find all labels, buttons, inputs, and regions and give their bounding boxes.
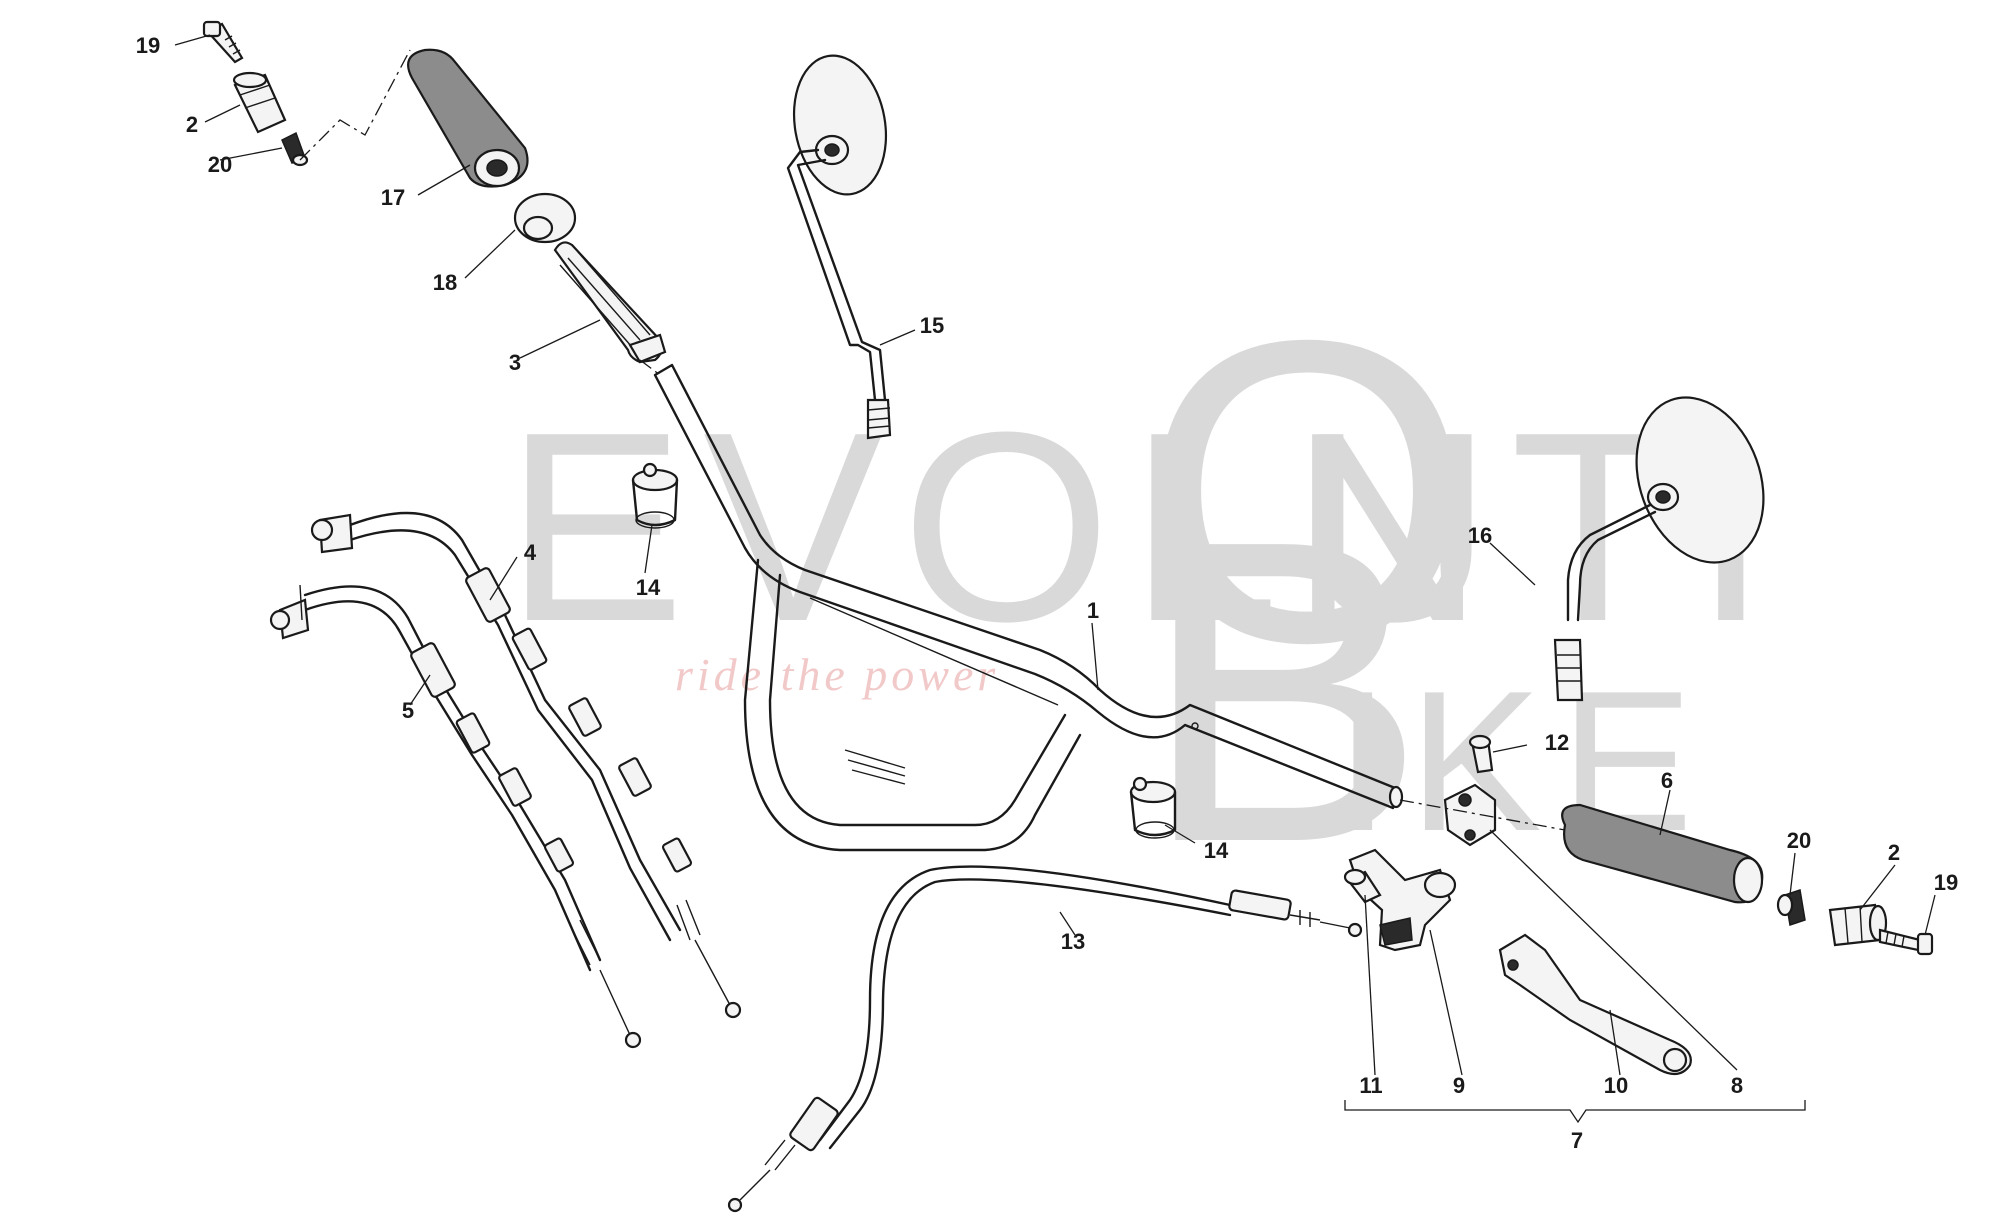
callout-labels: 1 2 2 3 4 5 6 7 8 9 10 11 12 13 14 14 15… [136, 33, 1958, 1153]
left-grip [407, 48, 529, 188]
callout-20-right: 20 [1787, 828, 1811, 853]
callout-15: 15 [920, 313, 944, 338]
callout-7: 7 [1571, 1128, 1583, 1153]
throttle-tube [553, 241, 667, 364]
callout-8: 8 [1731, 1073, 1743, 1098]
adjuster-screw [1343, 868, 1382, 904]
bar-end-insert-right [1776, 889, 1806, 926]
callout-20-left: 20 [208, 152, 232, 177]
callout-6: 6 [1661, 768, 1673, 793]
clutch-lever [1498, 933, 1692, 1076]
bar-end-bolt-right [1878, 928, 1934, 956]
callout-18: 18 [433, 270, 457, 295]
callout-16: 16 [1468, 523, 1492, 548]
bar-end-insert-left [281, 131, 309, 167]
mirror-left [786, 54, 892, 440]
callout-2-left: 2 [186, 112, 198, 137]
mirror-right [1553, 396, 1765, 702]
watermark-tagline: ride the power [675, 649, 999, 700]
grip-spacer [513, 192, 577, 244]
callout-19-left: 19 [136, 33, 160, 58]
callout-1: 1 [1087, 598, 1099, 623]
right-grip [1561, 803, 1764, 904]
watermark: EVOLUTI O N B IKE ride the power [505, 252, 1786, 932]
bar-end-bolt-left [202, 20, 244, 64]
callout-3: 3 [509, 350, 521, 375]
callout-14-left: 14 [636, 575, 661, 600]
throttle-cable-lower [269, 584, 642, 1049]
throttle-cable-upper [310, 511, 742, 1019]
callout-13: 13 [1061, 929, 1085, 954]
cable-clamp-left [631, 462, 679, 529]
callout-10: 10 [1604, 1073, 1628, 1098]
watermark-brand-left: EVOLUTI [505, 377, 1786, 678]
clutch-cable [727, 865, 1363, 1213]
callout-14-right: 14 [1204, 838, 1229, 863]
lever-clamp-screw [1468, 734, 1494, 774]
axis-line-right-grip [1399, 799, 1566, 831]
callout-17: 17 [381, 185, 405, 210]
callout-5: 5 [402, 698, 414, 723]
axis-line-left-tube [639, 359, 661, 376]
watermark-letter-o: O [1140, 252, 1474, 732]
bar-end-weight-left [232, 71, 287, 134]
axis-line-left-grip [299, 49, 411, 161]
clutch-lever-body [1348, 848, 1457, 952]
cable-clamp-right [1129, 776, 1177, 839]
bar-end-weight-right [1828, 903, 1888, 947]
lever-clamp-bracket [1443, 783, 1497, 847]
handlebar [653, 363, 1404, 852]
callout-11: 11 [1359, 1073, 1382, 1098]
watermark-brand-right: N [1290, 377, 1503, 678]
callout-9: 9 [1453, 1073, 1465, 1098]
callout-12: 12 [1545, 730, 1569, 755]
callout-4: 4 [524, 540, 537, 565]
watermark-letter-b: B [1140, 452, 1427, 932]
callout-19-right: 19 [1934, 870, 1958, 895]
leader-lines [174, 34, 1936, 1124]
callout-2-right: 2 [1888, 840, 1900, 865]
